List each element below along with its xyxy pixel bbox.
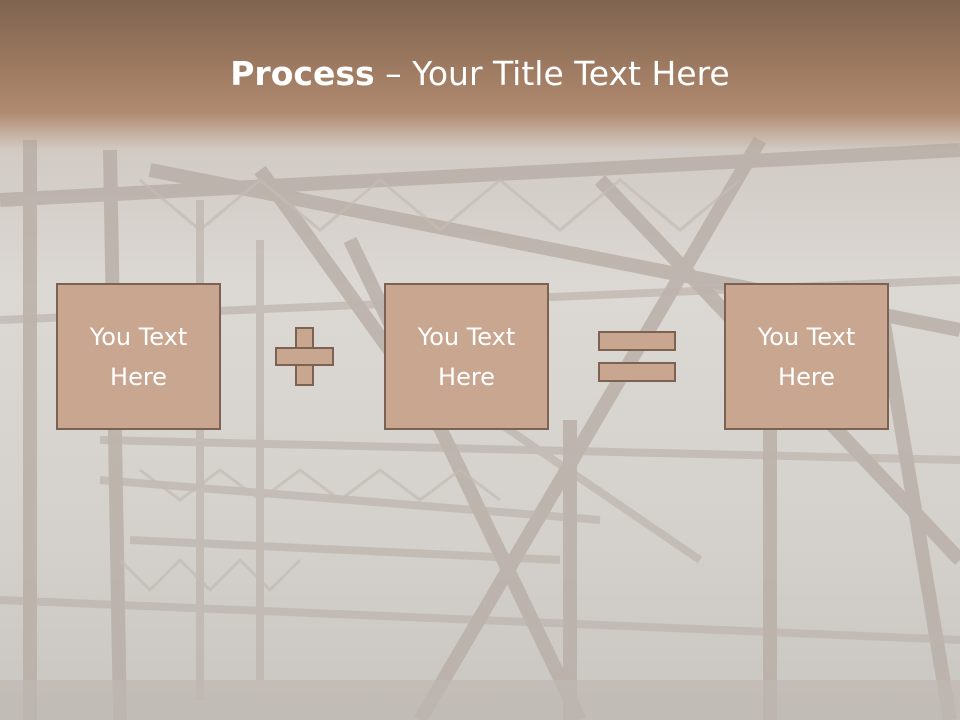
process-box-1[interactable]: You Text Here [56,283,221,430]
process-box-2-text: You Text Here [417,322,516,391]
title-bold: Process [230,54,375,93]
title-bar [0,0,960,150]
equals-icon [598,331,676,383]
slide-title: Process – Your Title Text Here [0,52,960,96]
plus-icon [275,327,335,387]
title-rest: – Your Title Text Here [374,54,730,93]
process-box-1-text: You Text Here [89,322,188,391]
process-box-2[interactable]: You Text Here [384,283,549,430]
process-box-3[interactable]: You Text Here [724,283,889,430]
process-box-3-text: You Text Here [757,322,856,391]
